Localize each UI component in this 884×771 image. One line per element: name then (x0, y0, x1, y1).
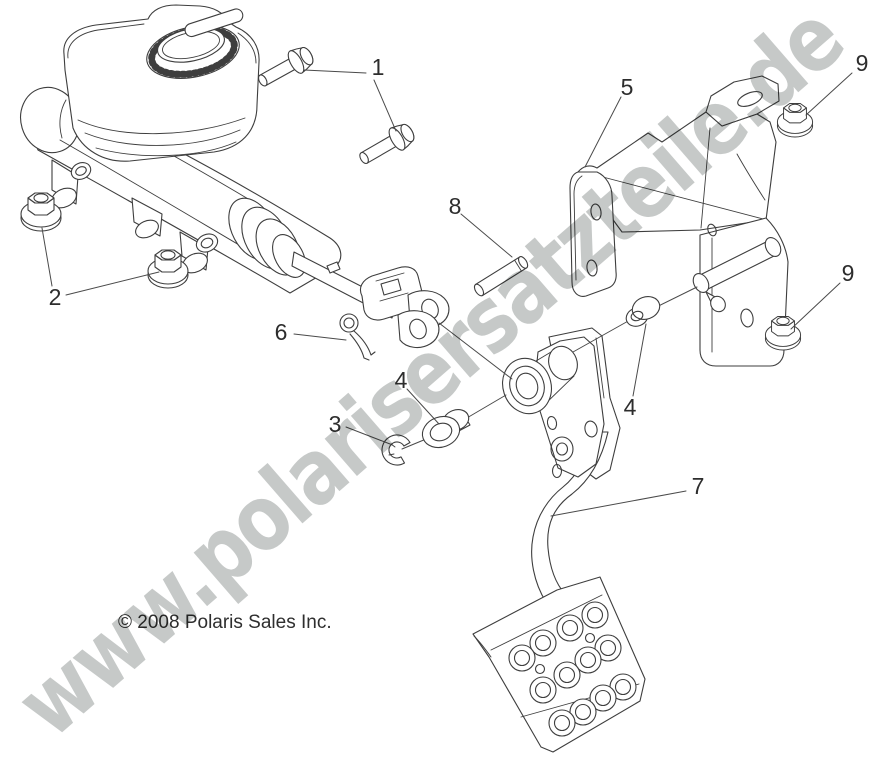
callout-label-8: 8 (449, 193, 462, 219)
clevis-ear-lower (397, 310, 440, 349)
callout-label-6: 6 (275, 319, 288, 345)
leader-line-5 (584, 96, 622, 168)
leader-line-6 (293, 333, 347, 341)
leader-line-9 (805, 72, 853, 116)
leader-line-2 (65, 271, 160, 296)
leader-line-8 (460, 213, 513, 258)
flange-nut-9a (776, 103, 814, 138)
pedal-mounting-bracket (569, 75, 789, 367)
axis-line (438, 322, 513, 380)
callout-label-3: 3 (329, 411, 342, 437)
callout-label-9: 9 (842, 260, 855, 286)
callout-label-2: 2 (49, 284, 62, 310)
callout-label-4: 4 (395, 367, 408, 393)
mounting-bolt-1a (257, 46, 314, 87)
leader-line-4 (406, 388, 440, 425)
pedal-pad (472, 576, 646, 753)
callout-label-7: 7 (692, 473, 705, 499)
clevis (359, 266, 450, 349)
clevis-pin (473, 256, 529, 297)
leader-line-9 (790, 282, 841, 330)
pivot-bushing (625, 296, 661, 327)
leader-line-1 (303, 69, 367, 74)
brake-pedal (472, 327, 646, 753)
leader-line-1 (373, 79, 397, 132)
leader-line-4 (632, 323, 647, 397)
brake-fluid-reservoir (63, 4, 260, 162)
leader-line-2 (41, 227, 53, 287)
cap-lever (184, 8, 244, 38)
pivot-washer (421, 409, 471, 449)
copyright-text: © 2008 Polaris Sales Inc. (118, 612, 332, 633)
callout-label-1: 1 (372, 54, 385, 80)
callout-layer: 1 2 3 4 4 5 6 7 8 9 9 (41, 50, 869, 517)
master-cylinder-assembly (20, 4, 450, 349)
callout-label-9: 9 (856, 50, 869, 76)
leader-line-7 (550, 490, 687, 517)
flange-nut-2a (20, 192, 62, 232)
mounting-bolt-1b (359, 123, 415, 165)
e-clip (381, 434, 411, 466)
cotter-pin (339, 313, 376, 361)
cylinder-collar (228, 197, 306, 278)
reservoir-cap (146, 8, 244, 79)
pedal-pad-buttons (508, 601, 637, 737)
callout-label-5: 5 (621, 74, 634, 100)
callout-label-4: 4 (624, 394, 637, 420)
pedal-cross-pin (692, 237, 782, 313)
leader-line-3 (345, 426, 391, 445)
flange-nut-9b (764, 316, 802, 351)
